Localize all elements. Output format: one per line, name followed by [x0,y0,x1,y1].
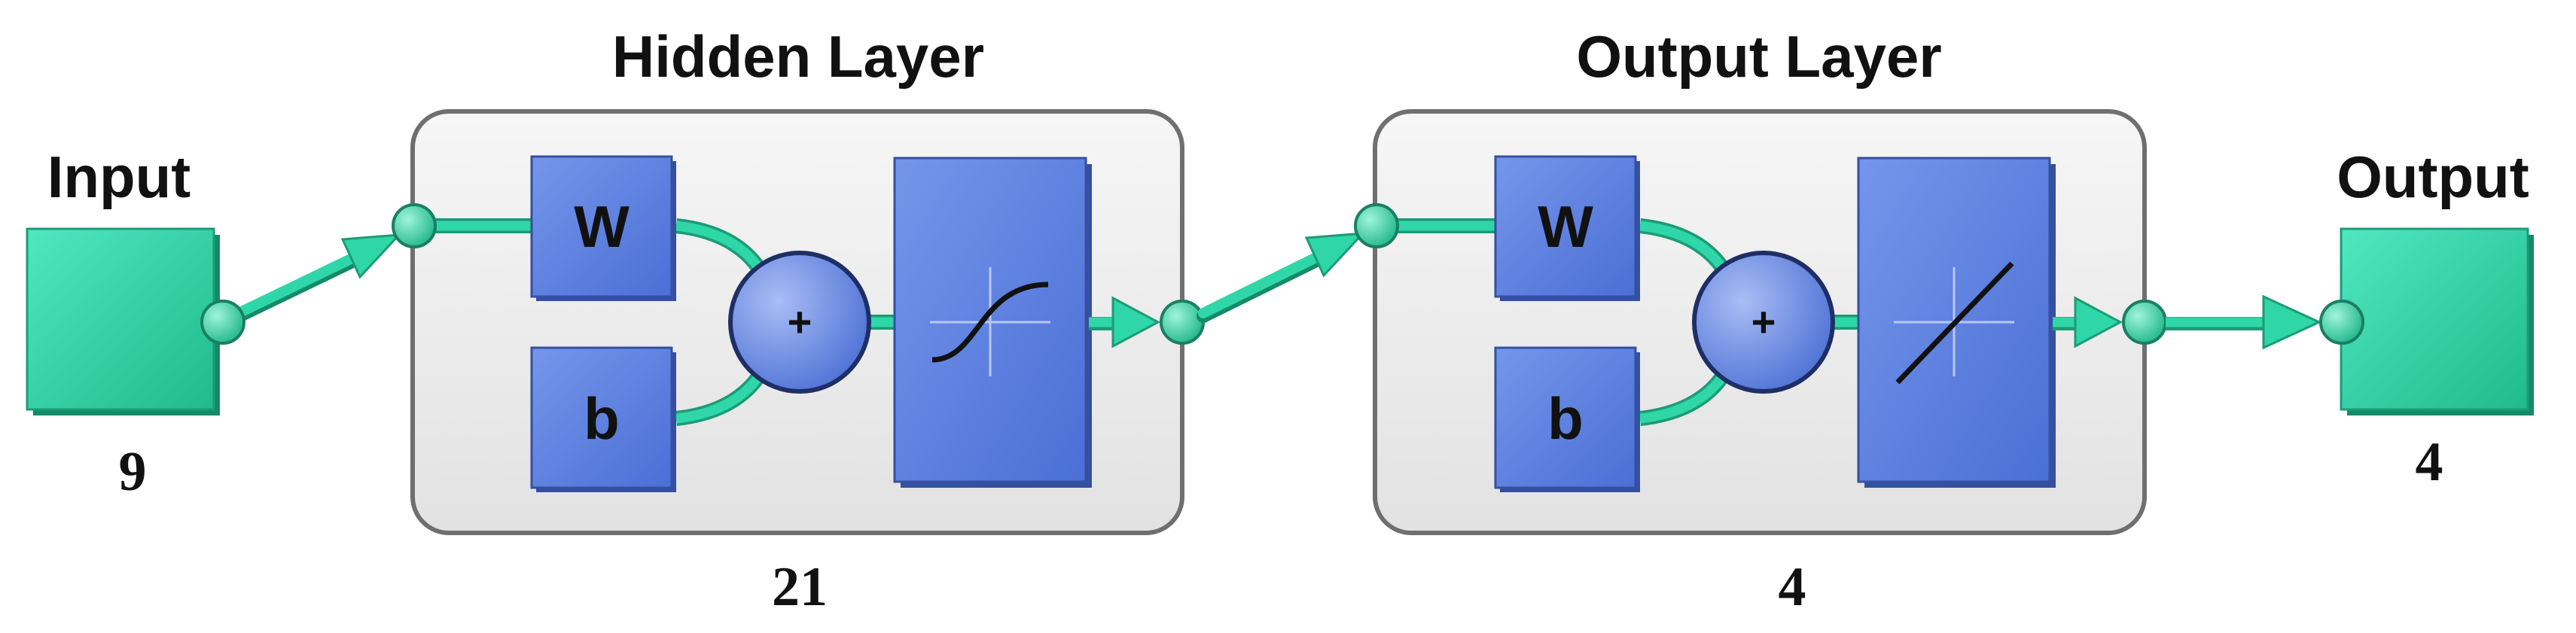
output-layer-to-output-connector [2166,294,2322,350]
output-size: 4 [2416,431,2443,493]
input-title: Input [47,144,191,210]
hidden-layer-size: 21 [772,556,828,618]
output-sum-label: + [1751,298,1776,345]
hidden-layer-output-connector [1089,296,1161,348]
hidden-layer-title: Hidden Layer [612,23,984,90]
output-bias-label: b [1547,385,1584,452]
hidden-weight-label: W [574,193,630,260]
output-layer-title: Output Layer [1576,23,1941,90]
output-weight-label: W [1538,193,1593,260]
output-bias-box: b [1494,346,1640,492]
linear-line-icon [1895,261,2014,385]
output-layer-size: 4 [1779,556,1806,618]
hidden-sum-node: + [728,251,871,394]
input-output-node [200,300,245,345]
output-input-node [2319,300,2364,345]
output-transfer-function-box [1857,157,2056,488]
output-title: Output [2337,144,2529,210]
input-block [26,227,220,415]
output-layer-input-node [1354,203,1399,248]
output-layer-output-node [2122,300,2167,345]
sigmoid-curve-icon [931,282,1049,363]
output-layer-output-connector [2053,296,2123,348]
input-size: 9 [119,441,147,503]
hidden-sum-label: + [788,298,812,345]
hidden-transfer-function-box [893,157,1092,488]
hidden-bias-label: b [584,385,620,452]
hidden-layer-output-node [1160,300,1205,345]
output-sum-node: + [1692,251,1835,394]
hidden-bias-box: b [530,346,676,492]
hidden-layer-input-node [392,203,437,248]
input-to-hidden-connector [216,233,402,330]
output-weight-box: W [1494,155,1640,301]
hidden-to-output-connector [1197,232,1366,323]
hidden-weight-box: W [530,155,676,301]
output-block [2340,227,2534,415]
